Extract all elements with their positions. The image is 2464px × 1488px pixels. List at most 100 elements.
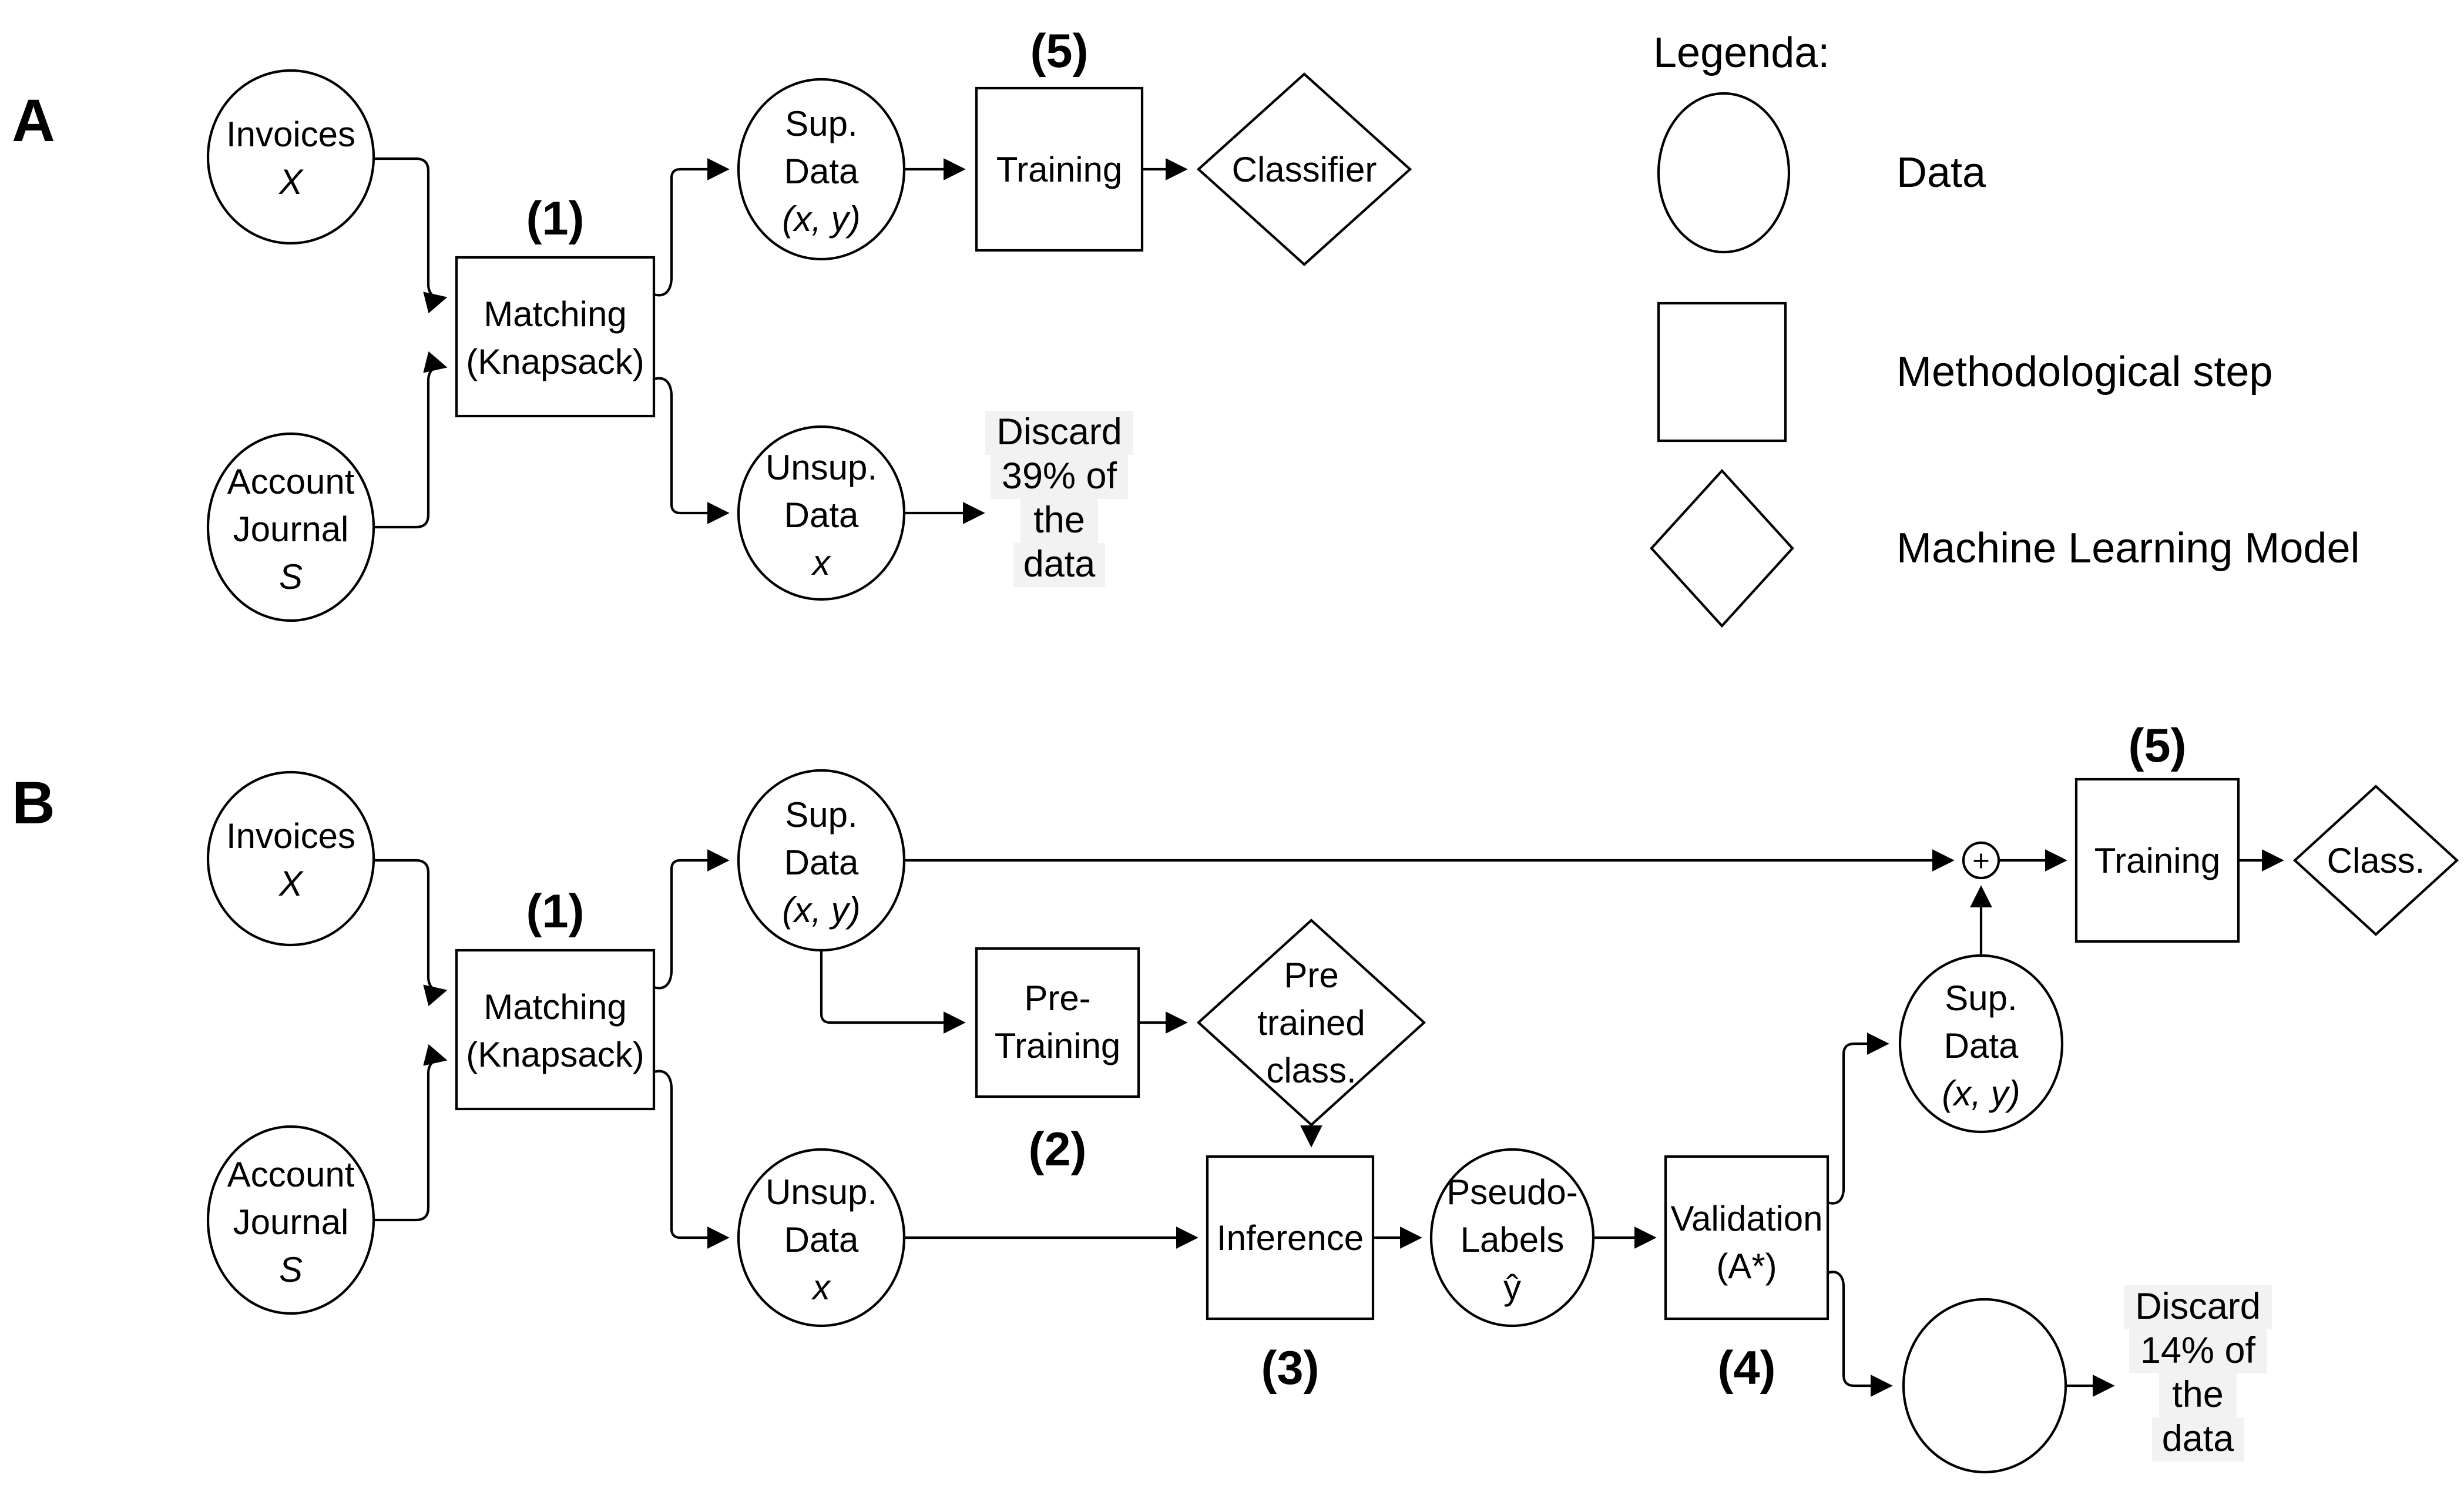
b-validation-line2: (A*) bbox=[1716, 1246, 1777, 1286]
b-matching-step-box bbox=[455, 949, 656, 1111]
legend-item-data: Data bbox=[1896, 149, 1986, 196]
b-classifier-label: Class. bbox=[2327, 841, 2425, 880]
legend-step-square-icon bbox=[1657, 301, 1787, 443]
b-discard-line1: Discard bbox=[2135, 1286, 2261, 1327]
a-discard-bg4 bbox=[1013, 543, 1105, 587]
a-discard-line4: data bbox=[1023, 544, 1096, 585]
b-discard-bg1 bbox=[2124, 1285, 2272, 1329]
b-discard-bg2 bbox=[2129, 1329, 2267, 1373]
section-a-label: A bbox=[12, 87, 55, 154]
b-edge-validation-to-unsupdata2 bbox=[1827, 1271, 1893, 1397]
b-validation-step-box bbox=[1664, 1155, 1829, 1321]
b-sup-data2-line1: Sup. bbox=[1945, 978, 2017, 1018]
b-pretrained-line2: trained bbox=[1257, 1003, 1365, 1043]
b-discard-bg4 bbox=[2152, 1417, 2244, 1462]
a-matching-label-line2: (Knapsack) bbox=[466, 342, 644, 381]
b-discard-line2: 14% of bbox=[2140, 1330, 2256, 1371]
a-sup-data-line2: Data bbox=[784, 152, 859, 191]
a-edge-matching-to-unsupdata bbox=[653, 377, 730, 524]
b-unsup-data2-circle bbox=[1902, 1298, 2067, 1474]
b-account-label-line2: Journal bbox=[233, 1202, 349, 1242]
b-discard-bg3 bbox=[2159, 1373, 2237, 1417]
legend-data-circle-icon bbox=[1657, 92, 1791, 254]
a-unsup-data-line2: Data bbox=[784, 495, 859, 535]
b-step2-label: (2) bbox=[1029, 1123, 1087, 1176]
b-sup-data-line1: Sup. bbox=[785, 795, 857, 835]
a-discard-line3: the bbox=[1033, 500, 1085, 541]
b-step3-label: (3) bbox=[1261, 1342, 1320, 1395]
b-account-label-line3: S bbox=[279, 1250, 303, 1289]
b-discard-note: Discard 14% of the data bbox=[2124, 1285, 2272, 1462]
b-invoices-data-circle bbox=[206, 770, 375, 947]
b-edge-supdata-to-pretraining bbox=[820, 950, 966, 1034]
b-invoices-label-line1: Invoices bbox=[226, 816, 355, 856]
a-unsup-data-line1: Unsup. bbox=[766, 448, 877, 487]
b-unsup-data-line2: Data bbox=[784, 1220, 859, 1259]
a-discard-bg2 bbox=[991, 455, 1128, 499]
b-sup-data2-line2: Data bbox=[1944, 1026, 2019, 1065]
b-pretraining-step-box bbox=[975, 947, 1140, 1098]
b-edge-invoices-to-matching bbox=[374, 859, 448, 1007]
a-unsup-data-line3: x bbox=[811, 543, 831, 582]
b-step5-label: (5) bbox=[2129, 719, 2187, 772]
b-step4-label: (4) bbox=[1718, 1342, 1776, 1395]
b-pretraining-line2: Training bbox=[995, 1026, 1121, 1065]
a-step1-label: (1) bbox=[526, 192, 585, 245]
b-pseudo-line1: Pseudo- bbox=[1446, 1172, 1577, 1212]
a-sup-data-line1: Sup. bbox=[785, 104, 857, 143]
a-invoices-data-circle bbox=[206, 69, 375, 245]
a-account-label-line1: Account bbox=[227, 462, 355, 501]
b-edge-matching-to-unsupdata bbox=[653, 1070, 730, 1249]
a-discard-note: Discard 39% of the data bbox=[985, 411, 1133, 587]
section-b: B Invoices X Account Journal S (1) Match… bbox=[12, 719, 2459, 1474]
b-edge-matching-to-supdata bbox=[653, 849, 730, 990]
legend-title: Legenda: bbox=[1653, 29, 1829, 76]
a-edge-invoices-to-matching bbox=[374, 157, 448, 314]
b-pretrained-line1: Pre bbox=[1284, 956, 1338, 995]
a-matching-label-line1: Matching bbox=[484, 294, 626, 334]
a-edge-matching-to-supdata bbox=[653, 158, 730, 297]
b-edge-validation-to-supdata2 bbox=[1827, 1033, 1889, 1205]
b-unsup-data-line3: x bbox=[811, 1268, 831, 1307]
b-invoices-label-line2: X bbox=[278, 864, 304, 903]
b-pseudo-line3: ŷ bbox=[1503, 1268, 1521, 1307]
b-merge-plus-symbol: + bbox=[1972, 844, 1990, 877]
a-sup-data-line3: (x, y) bbox=[782, 199, 860, 239]
b-pretrained-line3: class. bbox=[1266, 1051, 1356, 1090]
a-account-label-line3: S bbox=[279, 557, 303, 596]
b-sup-data-line2: Data bbox=[784, 843, 859, 882]
b-step1-label: (1) bbox=[526, 885, 585, 938]
b-validation-line1: Validation bbox=[1670, 1199, 1822, 1238]
b-sup-data-line3: (x, y) bbox=[782, 890, 860, 930]
a-discard-line1: Discard bbox=[996, 411, 1122, 453]
b-sup-data2-line3: (x, y) bbox=[1942, 1074, 2020, 1113]
legend-model-diamond-icon bbox=[1650, 468, 1794, 628]
b-discard-line3: the bbox=[2172, 1374, 2224, 1415]
b-pretraining-line1: Pre- bbox=[1024, 978, 1090, 1018]
b-discard-line4: data bbox=[2162, 1418, 2235, 1459]
a-invoices-label-line1: Invoices bbox=[226, 115, 355, 154]
a-invoices-label-line2: X bbox=[278, 162, 304, 202]
b-matching-label-line2: (Knapsack) bbox=[466, 1035, 644, 1074]
b-pseudo-line2: Labels bbox=[1461, 1220, 1565, 1259]
b-matching-label-line1: Matching bbox=[484, 987, 626, 1027]
a-account-label-line2: Journal bbox=[233, 510, 349, 549]
legend: Legenda: Data Methodological step Machin… bbox=[1650, 29, 2359, 628]
a-discard-line2: 39% of bbox=[1002, 455, 1117, 497]
a-matching-step-box bbox=[455, 256, 656, 418]
section-b-label: B bbox=[12, 769, 55, 836]
b-account-label-line1: Account bbox=[227, 1155, 355, 1194]
section-a: A Invoices X Account Journal S (1) Match… bbox=[12, 25, 1412, 622]
a-discard-bg1 bbox=[985, 411, 1133, 455]
a-training-step-box bbox=[975, 86, 1144, 252]
a-classifier-label: Classifier bbox=[1232, 150, 1377, 189]
a-classifier-model-diamond bbox=[1196, 72, 1412, 266]
a-edge-account-to-matching bbox=[374, 351, 448, 529]
b-inference-label: Inference bbox=[1217, 1218, 1364, 1258]
b-unsup-data-line1: Unsup. bbox=[766, 1172, 877, 1212]
a-discard-bg3 bbox=[1020, 499, 1098, 543]
legend-item-step: Methodological step bbox=[1896, 348, 2272, 396]
a-step5-label: (5) bbox=[1030, 25, 1089, 78]
